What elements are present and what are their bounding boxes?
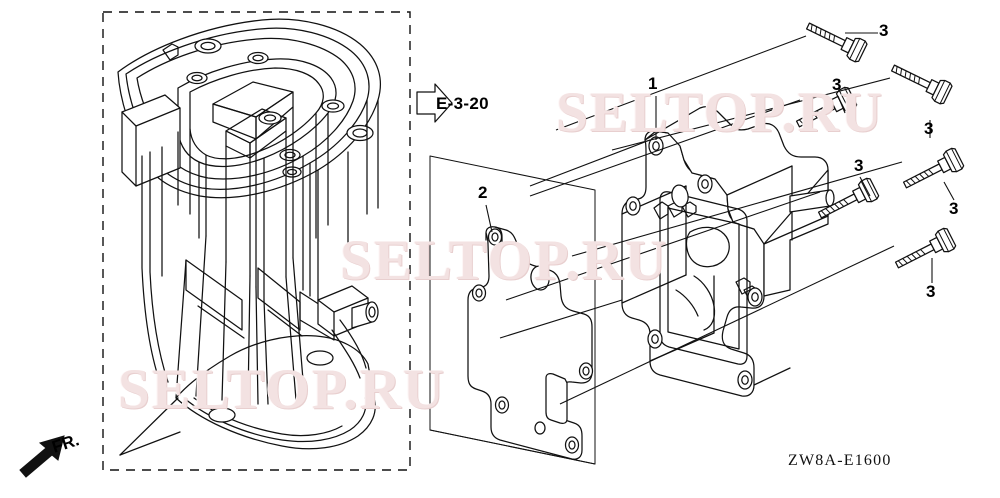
flange-bolt [805, 22, 868, 63]
engine-block-illustration [117, 18, 381, 456]
cylinder-head-cover-gasket [467, 226, 594, 460]
cylinder-head-cover [621, 106, 835, 397]
callout-3-bolt-f: 3 [926, 282, 936, 301]
reference-label-e-3-20: E-3-20 [436, 94, 489, 113]
flange-bolt [795, 86, 858, 128]
reference-arrow-icon [416, 83, 453, 123]
flange-bolt [890, 64, 953, 105]
callout-2-gasket: 2 [478, 183, 488, 202]
inset-frame-dashed-box [102, 11, 411, 471]
flange-bolt [902, 147, 965, 189]
front-direction-arrow-icon [19, 435, 65, 478]
callout-leaders [485, 32, 955, 283]
callout-3-bolt-a: 3 [879, 21, 889, 40]
callout-3-bolt-b: 3 [832, 75, 842, 94]
callout-1-cylinder-head-cover: 1 [648, 74, 658, 93]
callout-3-bolt-e: 3 [949, 199, 959, 218]
flange-bolt [894, 227, 957, 269]
callout-3-bolt-c: 3 [924, 119, 934, 138]
callout-3-bolt-d: 3 [854, 156, 864, 175]
part-code-label: ZW8A-E1600 [788, 452, 892, 469]
assembly-axis-lines [499, 35, 903, 405]
